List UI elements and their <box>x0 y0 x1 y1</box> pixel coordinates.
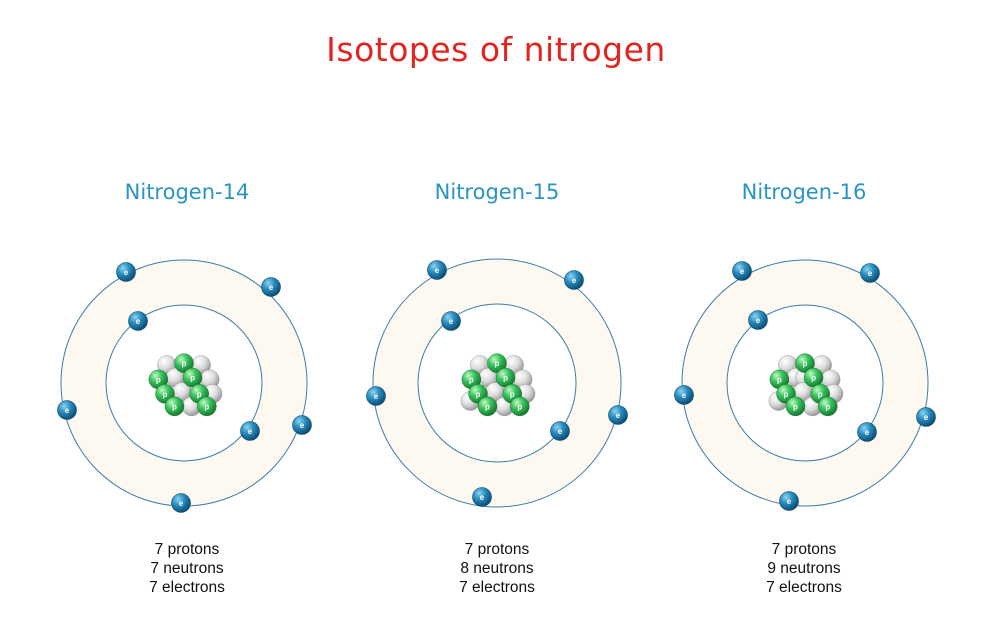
proton: p <box>795 353 815 373</box>
proton: p <box>510 396 530 417</box>
svg-text:e: e <box>136 317 141 326</box>
electron: e <box>748 310 768 330</box>
isotope-name-n14: Nitrogen-14 <box>124 180 250 204</box>
electron: e <box>472 487 492 507</box>
electron: e <box>240 421 260 441</box>
caption-n15: 7 protons 8 neutrons 7 electrons <box>397 540 597 597</box>
svg-text:e: e <box>572 276 577 285</box>
proton: p <box>148 369 169 390</box>
proton: p <box>769 369 790 390</box>
electron: e <box>564 270 584 290</box>
electron: e <box>860 263 880 283</box>
svg-text:p: p <box>469 375 474 384</box>
svg-text:e: e <box>924 413 929 422</box>
svg-text:p: p <box>811 374 816 383</box>
svg-text:e: e <box>740 267 745 276</box>
svg-text:e: e <box>65 406 70 415</box>
svg-text:e: e <box>558 427 563 436</box>
neutrons-count: 9 neutrons <box>767 560 841 577</box>
electron: e <box>116 262 136 282</box>
svg-text:p: p <box>818 390 823 399</box>
isotope-name-n16: Nitrogen-16 <box>741 180 867 204</box>
svg-text:e: e <box>682 391 687 400</box>
electron: e <box>366 386 386 406</box>
electron: e <box>916 407 936 427</box>
protons-count: 7 protons <box>154 541 220 558</box>
svg-text:p: p <box>163 390 168 399</box>
svg-text:e: e <box>124 268 129 277</box>
electron: e <box>857 422 877 442</box>
isotope-name-n15: Nitrogen-15 <box>434 180 560 204</box>
svg-text:e: e <box>756 316 761 325</box>
svg-text:e: e <box>269 283 274 292</box>
svg-text:p: p <box>517 402 522 411</box>
caption-n14: 7 protons 7 neutrons 7 electrons <box>87 540 287 597</box>
caption-n16: 7 protons 9 neutrons 7 electrons <box>704 540 904 597</box>
svg-text:p: p <box>784 390 789 399</box>
svg-text:p: p <box>204 402 209 411</box>
electrons-count: 7 electrons <box>149 579 225 596</box>
svg-text:e: e <box>616 411 621 420</box>
svg-text:e: e <box>865 428 870 437</box>
svg-text:e: e <box>449 317 454 326</box>
electron: e <box>441 311 461 331</box>
svg-text:e: e <box>179 499 184 508</box>
protons-count: 7 protons <box>464 541 530 558</box>
electrons-count: 7 electrons <box>766 579 842 596</box>
electrons-count: 7 electrons <box>459 579 535 596</box>
electron: e <box>427 260 447 280</box>
proton: p <box>197 396 217 417</box>
electron: e <box>261 277 281 297</box>
svg-text:p: p <box>777 375 782 384</box>
proton: p <box>487 353 507 373</box>
svg-text:p: p <box>503 374 508 383</box>
proton: p <box>174 353 194 373</box>
svg-text:e: e <box>480 493 485 502</box>
electron: e <box>128 311 148 331</box>
svg-text:p: p <box>803 359 808 368</box>
svg-text:e: e <box>248 427 253 436</box>
proton: p <box>818 396 838 417</box>
electron: e <box>171 493 191 513</box>
proton: p <box>477 396 498 417</box>
electron: e <box>779 491 799 511</box>
electron: e <box>292 415 312 435</box>
svg-text:e: e <box>300 421 305 430</box>
electron: e <box>732 261 752 281</box>
proton: p <box>164 396 185 417</box>
electron: e <box>57 400 77 420</box>
electron: e <box>608 405 628 425</box>
svg-text:p: p <box>172 402 177 411</box>
neutrons-count: 7 neutrons <box>150 560 224 577</box>
svg-text:p: p <box>793 402 798 411</box>
proton: p <box>785 396 806 417</box>
svg-text:e: e <box>868 269 873 278</box>
svg-text:p: p <box>485 402 490 411</box>
svg-text:p: p <box>156 375 161 384</box>
svg-text:e: e <box>374 392 379 401</box>
svg-text:p: p <box>825 402 830 411</box>
svg-text:p: p <box>476 390 481 399</box>
svg-text:p: p <box>182 359 187 368</box>
electron: e <box>550 421 570 441</box>
svg-text:p: p <box>197 390 202 399</box>
svg-text:e: e <box>787 497 792 506</box>
page-title: Isotopes of nitrogen <box>326 30 666 69</box>
svg-text:p: p <box>510 390 515 399</box>
svg-text:p: p <box>190 374 195 383</box>
svg-text:e: e <box>435 266 440 275</box>
svg-text:p: p <box>495 359 500 368</box>
protons-count: 7 protons <box>771 541 837 558</box>
neutrons-count: 8 neutrons <box>460 560 534 577</box>
electron: e <box>674 385 694 405</box>
